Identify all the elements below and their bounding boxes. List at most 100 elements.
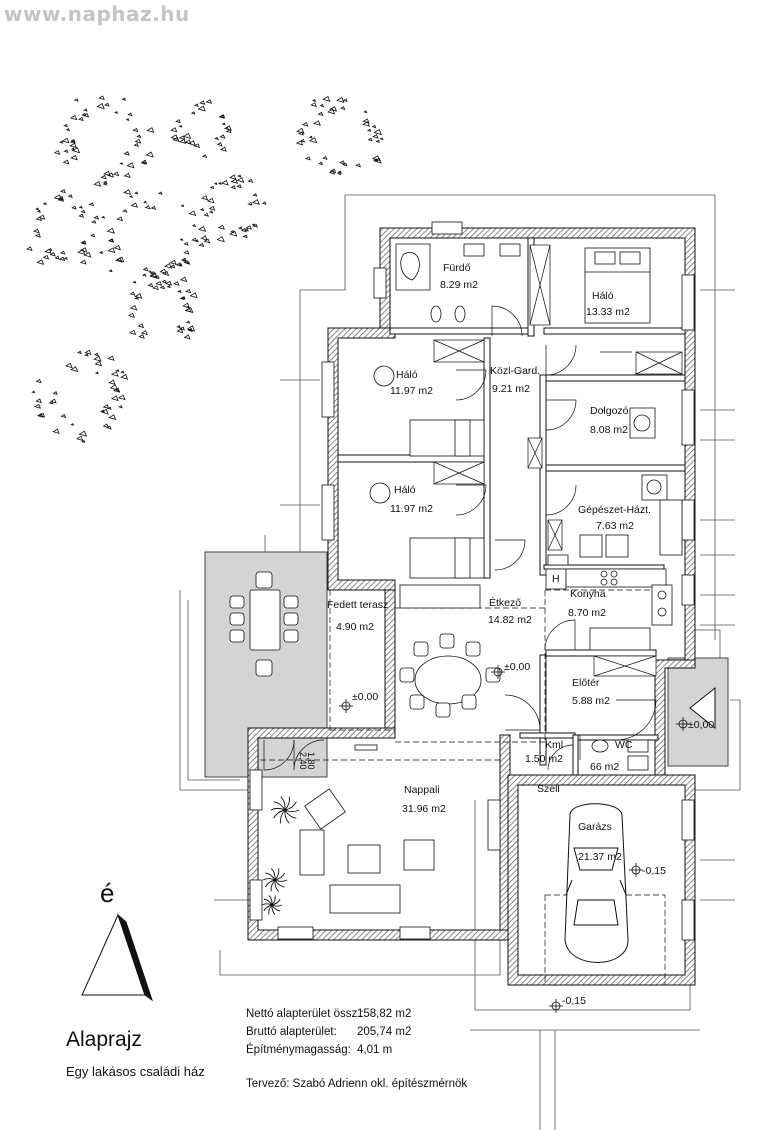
- shrub-mark: [70, 154, 78, 161]
- gross-area-value: 205,74 m2: [357, 1026, 412, 1038]
- shrub-mark: [117, 394, 126, 401]
- shrub-mark: [52, 428, 60, 434]
- shrub-mark: [93, 181, 102, 187]
- shrub-mark: [52, 391, 58, 396]
- shrub-mark: [107, 355, 115, 361]
- shrub-mark: [295, 140, 304, 146]
- shrub-mark: [197, 105, 206, 112]
- shrub-mark: [180, 296, 186, 300]
- shrub-mark: [178, 138, 187, 144]
- shrub-mark: [101, 215, 106, 219]
- shrub-mark: [340, 106, 346, 110]
- shrub-mark: [150, 205, 157, 210]
- shrub-mark: [184, 139, 192, 145]
- shrub-mark: [129, 195, 133, 198]
- shrub-mark: [134, 293, 143, 299]
- shrub-mark: [62, 159, 70, 165]
- plan-title: Alaprajz: [66, 1028, 142, 1051]
- shrub-mark: [115, 389, 119, 392]
- shrub-mark: [35, 216, 43, 222]
- room-area: 13.33 m2: [586, 306, 630, 318]
- room-area: 1.50 m2: [525, 753, 563, 765]
- shrub-mark: [34, 403, 42, 409]
- shrub-mark: [172, 136, 180, 143]
- shrub-mark: [161, 279, 167, 284]
- shrub-mark: [300, 138, 306, 143]
- shrub-mark: [144, 205, 151, 210]
- shrub-mark: [166, 285, 171, 289]
- shrub-mark: [116, 216, 124, 222]
- shrub-mark: [169, 264, 176, 269]
- room-area: 5.88 m2: [572, 695, 610, 707]
- building-height-label: Építménymagasság:: [246, 1044, 351, 1056]
- plant-leaf: [284, 809, 297, 819]
- shrub-mark: [38, 412, 46, 418]
- plant-leaf: [268, 904, 273, 915]
- shrub-mark: [375, 139, 380, 143]
- shrub-mark: [48, 401, 54, 405]
- shrub-mark: [185, 307, 194, 314]
- shrub-mark: [93, 215, 100, 220]
- shrub-mark: [53, 150, 61, 155]
- designer-credit: Tervező: Szabó Adrienn okl. építészmérnö…: [246, 1078, 468, 1090]
- shrub-mark: [194, 239, 199, 243]
- shrub-mark: [107, 238, 115, 243]
- shrub-mark: [230, 230, 235, 234]
- shrub-mark: [216, 236, 225, 243]
- wardrobes: [433, 244, 683, 677]
- shrub-mark: [372, 133, 379, 139]
- room-name: Fedett terasz: [327, 599, 388, 611]
- net-area-value: 158,82 m2: [357, 1008, 412, 1020]
- level-label: -0,15: [642, 865, 666, 877]
- plant-leaf: [263, 904, 273, 912]
- shrub-mark: [252, 223, 259, 228]
- plant-leaf: [274, 868, 280, 881]
- shrub-mark: [114, 111, 119, 114]
- shrub-mark: [308, 135, 313, 139]
- plant-leaf: [284, 801, 297, 811]
- car: [564, 803, 629, 963]
- room-name: Előtér: [572, 677, 600, 689]
- interior-walls: [337, 237, 686, 776]
- plant-leaf: [264, 879, 276, 888]
- shrub-mark: [336, 96, 345, 103]
- room-area: 8.08 m2: [590, 424, 628, 436]
- room-name: Konyha: [570, 588, 606, 600]
- shrub-mark: [219, 114, 226, 119]
- shrub-mark: [201, 195, 209, 201]
- shrub-mark: [106, 425, 112, 430]
- room-name: Háló: [592, 290, 614, 302]
- room-area: 9.21 m2: [492, 383, 530, 395]
- shrub-mark: [79, 259, 87, 265]
- shrub-mark: [67, 194, 73, 198]
- shrub-mark: [145, 151, 154, 158]
- shrub-mark: [48, 248, 53, 251]
- shrub-mark: [236, 184, 242, 189]
- shrub-mark: [147, 283, 154, 288]
- room-name: Gépészet-Házt.: [578, 504, 651, 516]
- shrub-mark: [94, 371, 99, 375]
- shrub-mark: [38, 214, 46, 220]
- level-markers: [339, 665, 690, 1013]
- shrub-mark: [183, 250, 190, 255]
- shrub-mark: [214, 136, 219, 141]
- shrub-mark: [84, 349, 92, 355]
- shrub-mark: [169, 259, 177, 266]
- room-area: 7.63 m2: [596, 520, 634, 532]
- shrub-mark: [329, 168, 337, 174]
- shrub-mark: [129, 291, 136, 296]
- shrub-mark: [42, 254, 50, 260]
- plant-leaf: [261, 903, 273, 906]
- shrub-mark: [219, 134, 226, 139]
- north-label: é: [100, 878, 115, 908]
- level-label: -0,15: [562, 995, 586, 1007]
- shrub-mark: [133, 143, 139, 147]
- shrub-mark: [191, 237, 198, 242]
- shrub-mark: [245, 225, 252, 230]
- plant-leaf: [284, 796, 290, 811]
- shrub-mark: [198, 242, 205, 248]
- room-area: 14.82 m2: [488, 614, 532, 626]
- shrub-mark: [242, 234, 248, 239]
- room-area: 4.90 m2: [336, 621, 374, 633]
- shrub-mark: [109, 384, 118, 391]
